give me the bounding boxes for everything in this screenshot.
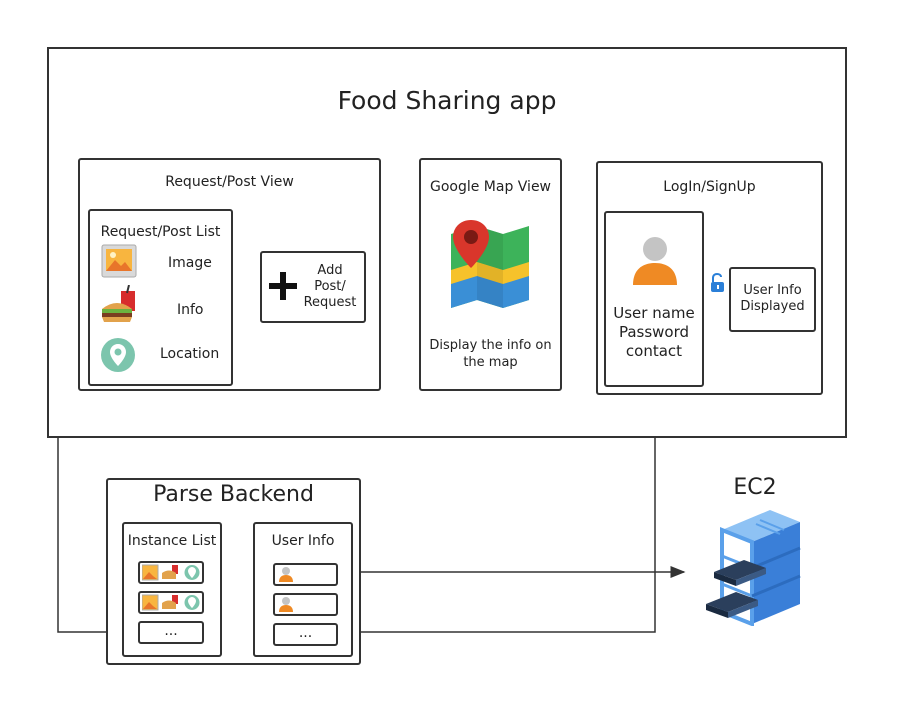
user-info-displayed-box [729,267,816,332]
user-info-title: User Info [271,533,335,549]
add-button-label: Add Post/ Request [300,263,360,311]
password-field-label: Password [618,323,690,341]
add-label-line-2: Post/ [314,279,346,294]
request-post-list-title: Request/Post List [100,224,221,240]
username-field-label: User name [613,304,695,322]
user-info-displayed-label: User Info Displayed [729,283,816,315]
login-signup-title: LogIn/SignUp [663,179,756,195]
login-form[interactable] [604,211,704,387]
instance-row-icons [142,564,200,581]
google-map-view-title: Google Map View [429,179,552,195]
list-item-location-label: Location [160,346,220,362]
app-title: Food Sharing app [337,86,557,115]
map-desc-line-1: Display the info on [429,338,552,353]
request-post-view-title: Request/Post View [165,174,294,190]
google-map-view-panel [419,158,562,391]
server-rack-icon [706,510,801,626]
location-pin-icon [101,338,135,372]
user-avatar-icon [633,237,677,285]
user-row-more[interactable] [273,623,338,646]
instance-row-icons [142,594,200,611]
instance-row-more[interactable] [138,621,204,644]
ec2-label: EC2 [733,475,777,500]
image-icon [101,244,137,278]
user-info-line-2: Displayed [740,299,805,314]
plus-icon [269,272,297,300]
user-info-more-label: ... [298,625,313,641]
instance-list-more-label: ... [164,623,178,639]
login-fields: User name Password contact [604,304,704,361]
parse-backend-title: Parse Backend [153,482,314,507]
food-icon [102,285,135,322]
contact-field-label: contact [625,342,683,360]
list-item-image-label: Image [168,255,212,271]
user-info-line-1: User Info [743,283,802,298]
list-item-info-label: Info [177,302,204,318]
map-description: Display the info on the map [419,337,562,371]
instance-list-title: Instance List [127,533,217,549]
add-label-line-1: Add [317,263,343,278]
user-avatar-icon [279,567,293,582]
map-desc-line-2: the map [463,355,518,370]
unlock-icon [711,273,724,292]
user-avatar-icon [279,597,293,612]
add-label-line-3: Request [303,295,357,310]
map-icon [451,220,529,308]
